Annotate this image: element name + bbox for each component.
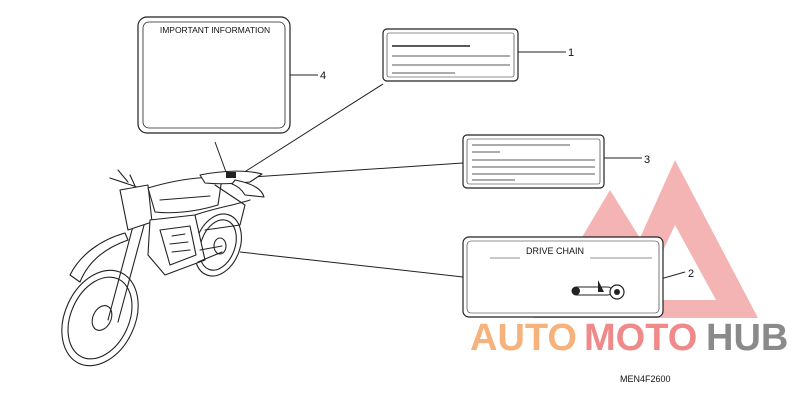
leader-line-3-to-bike bbox=[237, 162, 464, 179]
label-important-information: IMPORTANT INFORMATION bbox=[137, 16, 291, 134]
watermark-text: AUTO MOTO HUB bbox=[470, 317, 788, 359]
callout-3: 3 bbox=[644, 154, 650, 166]
leader-line-4-to-bike bbox=[214, 141, 227, 173]
label-1-warning bbox=[382, 28, 519, 82]
callout-numbers: 1 2 3 4 bbox=[320, 47, 694, 280]
watermark-moto: MOTO bbox=[584, 317, 697, 359]
motorcycle-illustration bbox=[61, 169, 265, 367]
label-drive-chain: DRIVE CHAIN bbox=[462, 236, 664, 318]
callout-2: 2 bbox=[688, 268, 694, 280]
callout-4: 4 bbox=[320, 70, 326, 82]
callout-1: 1 bbox=[568, 47, 574, 59]
front-wheel bbox=[61, 269, 139, 367]
watermark-auto: AUTO bbox=[470, 317, 577, 359]
leader-line-1-to-bike bbox=[234, 83, 384, 179]
chain-sprocket-icon bbox=[571, 280, 625, 300]
important-information-title: IMPORTANT INFORMATION bbox=[160, 25, 270, 35]
watermark-hub: HUB bbox=[706, 317, 788, 359]
part-code: MEN4F2600 bbox=[620, 374, 671, 384]
label-3-warning bbox=[462, 134, 605, 189]
leader-line-2-to-bike bbox=[239, 251, 464, 278]
drive-chain-title: DRIVE CHAIN bbox=[526, 246, 584, 256]
